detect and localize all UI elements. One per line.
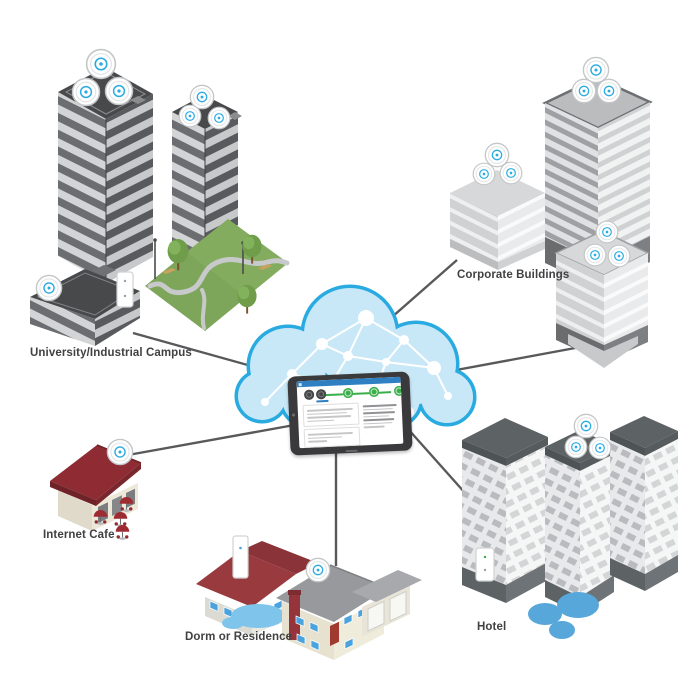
access-point-icon <box>583 243 607 267</box>
summary-panel <box>363 401 399 447</box>
form-panel <box>302 402 360 428</box>
tablet-screen <box>296 376 404 449</box>
wizard-step-3 <box>342 387 354 399</box>
label-university-campus: University/Industrial Campus <box>30 347 192 359</box>
connection-line-corporate-short <box>391 259 458 318</box>
tree-icon <box>237 284 257 314</box>
connection-line-corporate-mid <box>439 344 587 375</box>
access-point-icon <box>104 76 134 106</box>
access-point-icon <box>588 436 612 460</box>
campus-tower-1 <box>58 67 153 283</box>
park-bench <box>162 268 176 274</box>
internet-cafe-building <box>50 438 142 540</box>
form-panels <box>302 402 361 449</box>
access-point-icon <box>484 142 510 168</box>
connection-line-cafe <box>127 422 301 457</box>
chimney <box>289 592 300 640</box>
campus-low-building <box>30 265 140 346</box>
corporate-building-short <box>450 170 545 270</box>
access-point-icon <box>607 244 631 268</box>
access-point-icon <box>35 274 63 302</box>
access-point-icon <box>189 84 215 110</box>
access-point-icon <box>571 78 597 104</box>
dorm-buildings <box>196 535 422 660</box>
campus-buildings <box>30 48 290 346</box>
dorm-house-right <box>222 564 422 660</box>
access-point-icon <box>71 77 101 107</box>
label-internet-cafe: Internet Cafe <box>43 529 115 541</box>
pond-icon <box>528 592 599 639</box>
access-point-icon <box>564 435 588 459</box>
front-door <box>330 621 339 646</box>
campus-park <box>145 219 290 331</box>
wizard-step-2-indicator <box>316 399 329 403</box>
setup-wizard-steps <box>301 384 404 403</box>
access-point-icon <box>582 56 610 84</box>
access-point-icon <box>596 78 622 104</box>
label-hotel: Hotel <box>477 621 507 633</box>
access-point-icon <box>472 162 496 186</box>
access-point-icon <box>178 104 202 128</box>
access-point-icon <box>573 413 599 439</box>
cafe-umbrella-icon <box>115 525 130 540</box>
hotel-buildings <box>462 413 678 639</box>
tablet-camera-dot <box>291 413 296 417</box>
tablet-home-button <box>345 449 358 452</box>
outdoor-unit-icon <box>116 271 134 308</box>
corporate-buildings <box>450 56 653 368</box>
tablet-content <box>302 401 399 449</box>
access-point-icon <box>106 438 134 466</box>
connection-line-hotel <box>399 419 475 504</box>
hotel-tower-right <box>610 416 678 591</box>
hotel-tower-left <box>462 418 548 603</box>
access-point-icon <box>499 161 523 185</box>
wizard-step-2 <box>315 389 327 400</box>
park-path <box>147 256 290 296</box>
tablet-controller-icon <box>287 371 413 456</box>
access-point-icon <box>595 220 619 244</box>
wizard-step-4 <box>368 386 380 398</box>
access-point-icon <box>207 106 231 130</box>
form-panel <box>303 426 361 448</box>
wizard-step-5 <box>393 385 404 397</box>
access-point-icon <box>305 557 331 583</box>
label-corporate-buildings: Corporate Buildings <box>457 269 570 281</box>
park-bench <box>258 264 272 270</box>
label-dorm-residence: Dorm or Residence <box>185 631 293 643</box>
antenna-tower-icon <box>232 535 249 579</box>
pond-icon <box>231 604 285 628</box>
wizard-progress-line <box>319 390 392 396</box>
wizard-step-1 <box>303 389 315 400</box>
outdoor-unit-icon <box>475 547 495 582</box>
access-point-icon <box>85 48 117 80</box>
